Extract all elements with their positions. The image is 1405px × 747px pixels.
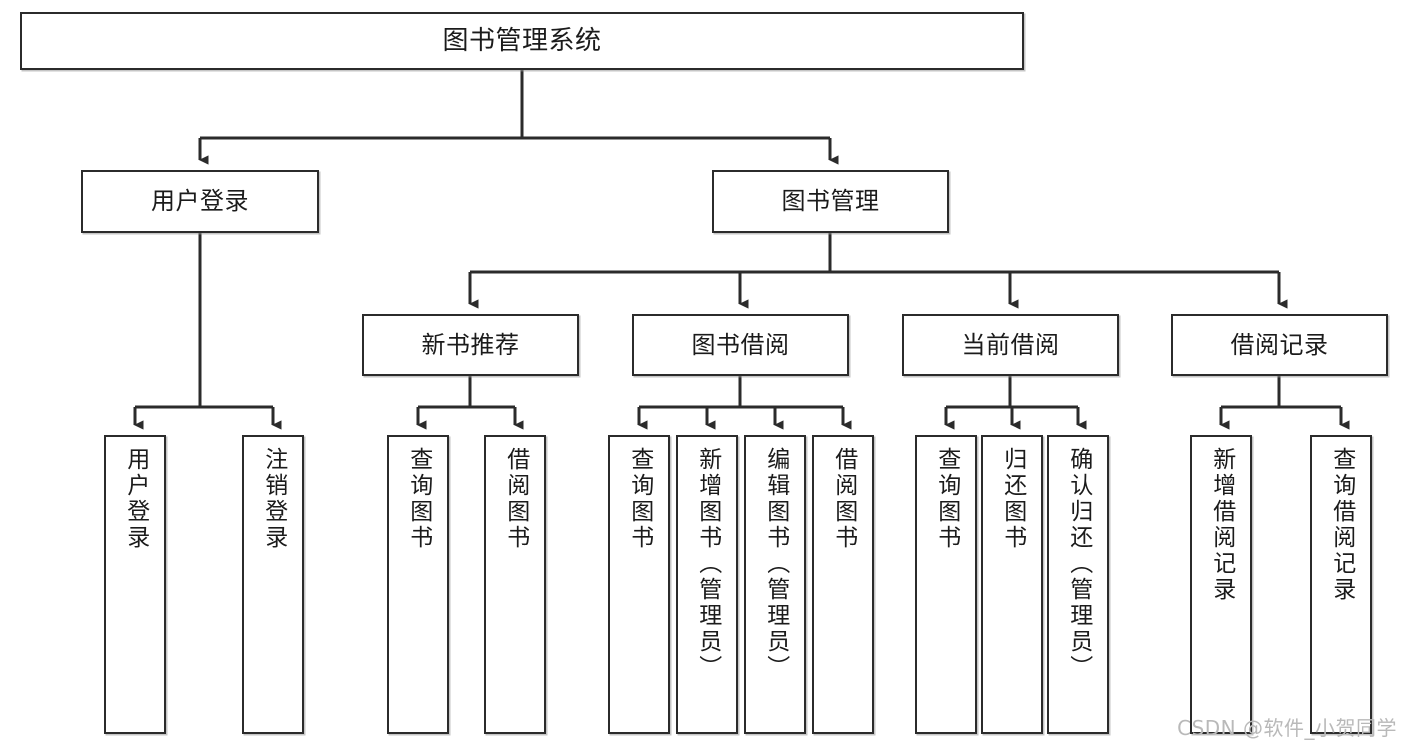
node-label: 新书推荐	[421, 330, 520, 359]
leaf-label: 查询图书	[626, 447, 653, 551]
leaf-label: 用户登录	[122, 447, 149, 551]
leaf-node-query-book-borrow[interactable]: 查询图书	[608, 435, 670, 734]
node-book-management[interactable]: 图书管理	[712, 170, 949, 233]
leaf-node-query-borrow-record[interactable]: 查询借阅记录	[1310, 435, 1372, 734]
leaf-node-edit-book[interactable]: 编辑图书（管理员）	[744, 435, 806, 734]
leaf-label: 查询图书	[933, 447, 960, 551]
watermark-text: CSDN @软件_小贺同学	[1177, 716, 1397, 740]
leaf-node-borrow-book-new[interactable]: 借阅图书	[484, 435, 546, 734]
leaf-label: 注销登录	[260, 447, 287, 551]
node-label: 图书借阅	[691, 330, 790, 359]
node-label: 借阅记录	[1230, 330, 1329, 359]
node-book-borrow[interactable]: 图书借阅	[632, 314, 849, 376]
leaf-label: 借阅图书	[502, 447, 529, 551]
node-borrow-records[interactable]: 借阅记录	[1171, 314, 1388, 376]
node-label: 用户登录	[151, 187, 249, 216]
node-new-book-recommend[interactable]: 新书推荐	[362, 314, 579, 376]
leaf-node-confirm-return[interactable]: 确认归还（管理员）	[1047, 435, 1109, 734]
node-current-borrow[interactable]: 当前借阅	[902, 314, 1119, 376]
leaf-label: 查询借阅记录	[1328, 447, 1355, 603]
leaf-node-query-book-current[interactable]: 查询图书	[915, 435, 977, 734]
leaf-node-query-book-new[interactable]: 查询图书	[387, 435, 449, 734]
leaf-label: 确认归还（管理员）	[1065, 447, 1092, 681]
node-label: 当前借阅	[961, 330, 1060, 359]
leaf-node-logout[interactable]: 注销登录	[242, 435, 304, 734]
leaf-label: 借阅图书	[830, 447, 857, 551]
node-root-system[interactable]: 图书管理系统	[20, 12, 1024, 70]
leaf-node-user-login[interactable]: 用户登录	[104, 435, 166, 734]
leaf-label: 新增借阅记录	[1208, 447, 1235, 603]
leaf-node-add-borrow-record[interactable]: 新增借阅记录	[1190, 435, 1252, 734]
leaf-node-add-book[interactable]: 新增图书（管理员）	[676, 435, 738, 734]
leaf-label: 查询图书	[405, 447, 432, 551]
node-user-login[interactable]: 用户登录	[81, 170, 319, 233]
leaf-node-return-book[interactable]: 归还图书	[981, 435, 1043, 734]
leaf-label: 新增图书（管理员）	[694, 447, 721, 681]
leaf-node-borrow-book[interactable]: 借阅图书	[812, 435, 874, 734]
node-label: 图书管理	[781, 187, 880, 216]
leaf-label: 编辑图书（管理员）	[762, 447, 789, 681]
node-label: 图书管理系统	[442, 25, 602, 56]
leaf-label: 归还图书	[999, 447, 1026, 551]
